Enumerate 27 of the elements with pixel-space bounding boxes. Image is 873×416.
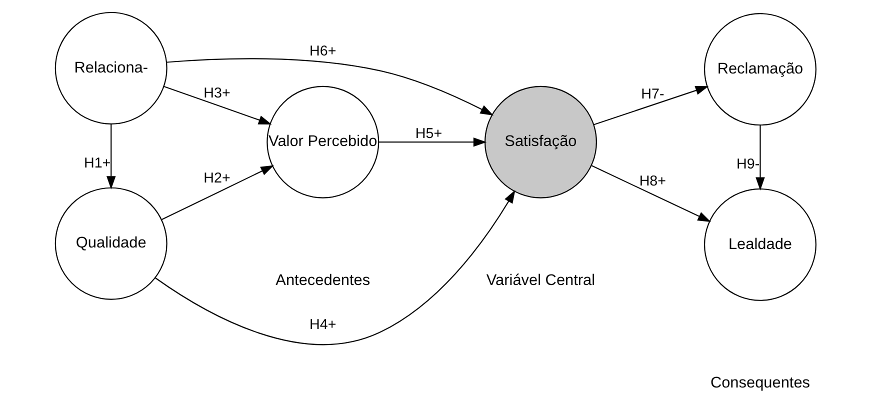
arrow — [166, 58, 494, 116]
edge-label: H9- — [736, 156, 760, 173]
label: Variável Central — [486, 272, 596, 290]
arrow — [591, 165, 712, 222]
edge-label: H4+ — [310, 316, 336, 333]
label: Antecedentes — [276, 272, 370, 290]
node-circle: Reclamação — [704, 13, 816, 126]
edge-label: H6+ — [310, 43, 336, 60]
edge-label: H3+ — [204, 85, 230, 102]
arrow — [106, 124, 116, 190]
edge-label: H5+ — [415, 126, 442, 142]
label: Consequentes — [710, 374, 810, 392]
arrow — [378, 137, 487, 147]
arrow — [594, 86, 709, 126]
node-circle: Valor Percebido — [266, 86, 380, 198]
node-circle: Qualidade — [54, 187, 168, 300]
edge-label: H2+ — [204, 170, 230, 186]
arrow — [155, 190, 516, 346]
arrow — [162, 165, 274, 220]
node-circle: Satisfação — [484, 86, 597, 198]
edge-label: H7- — [641, 86, 664, 102]
edge-label: H1+ — [84, 155, 111, 172]
node-circle: Lealdade — [704, 188, 816, 301]
edge-label: H8+ — [639, 174, 666, 190]
arrow — [164, 86, 272, 124]
node-circle: Relaciona- — [54, 12, 168, 124]
arrow — [756, 125, 765, 191]
